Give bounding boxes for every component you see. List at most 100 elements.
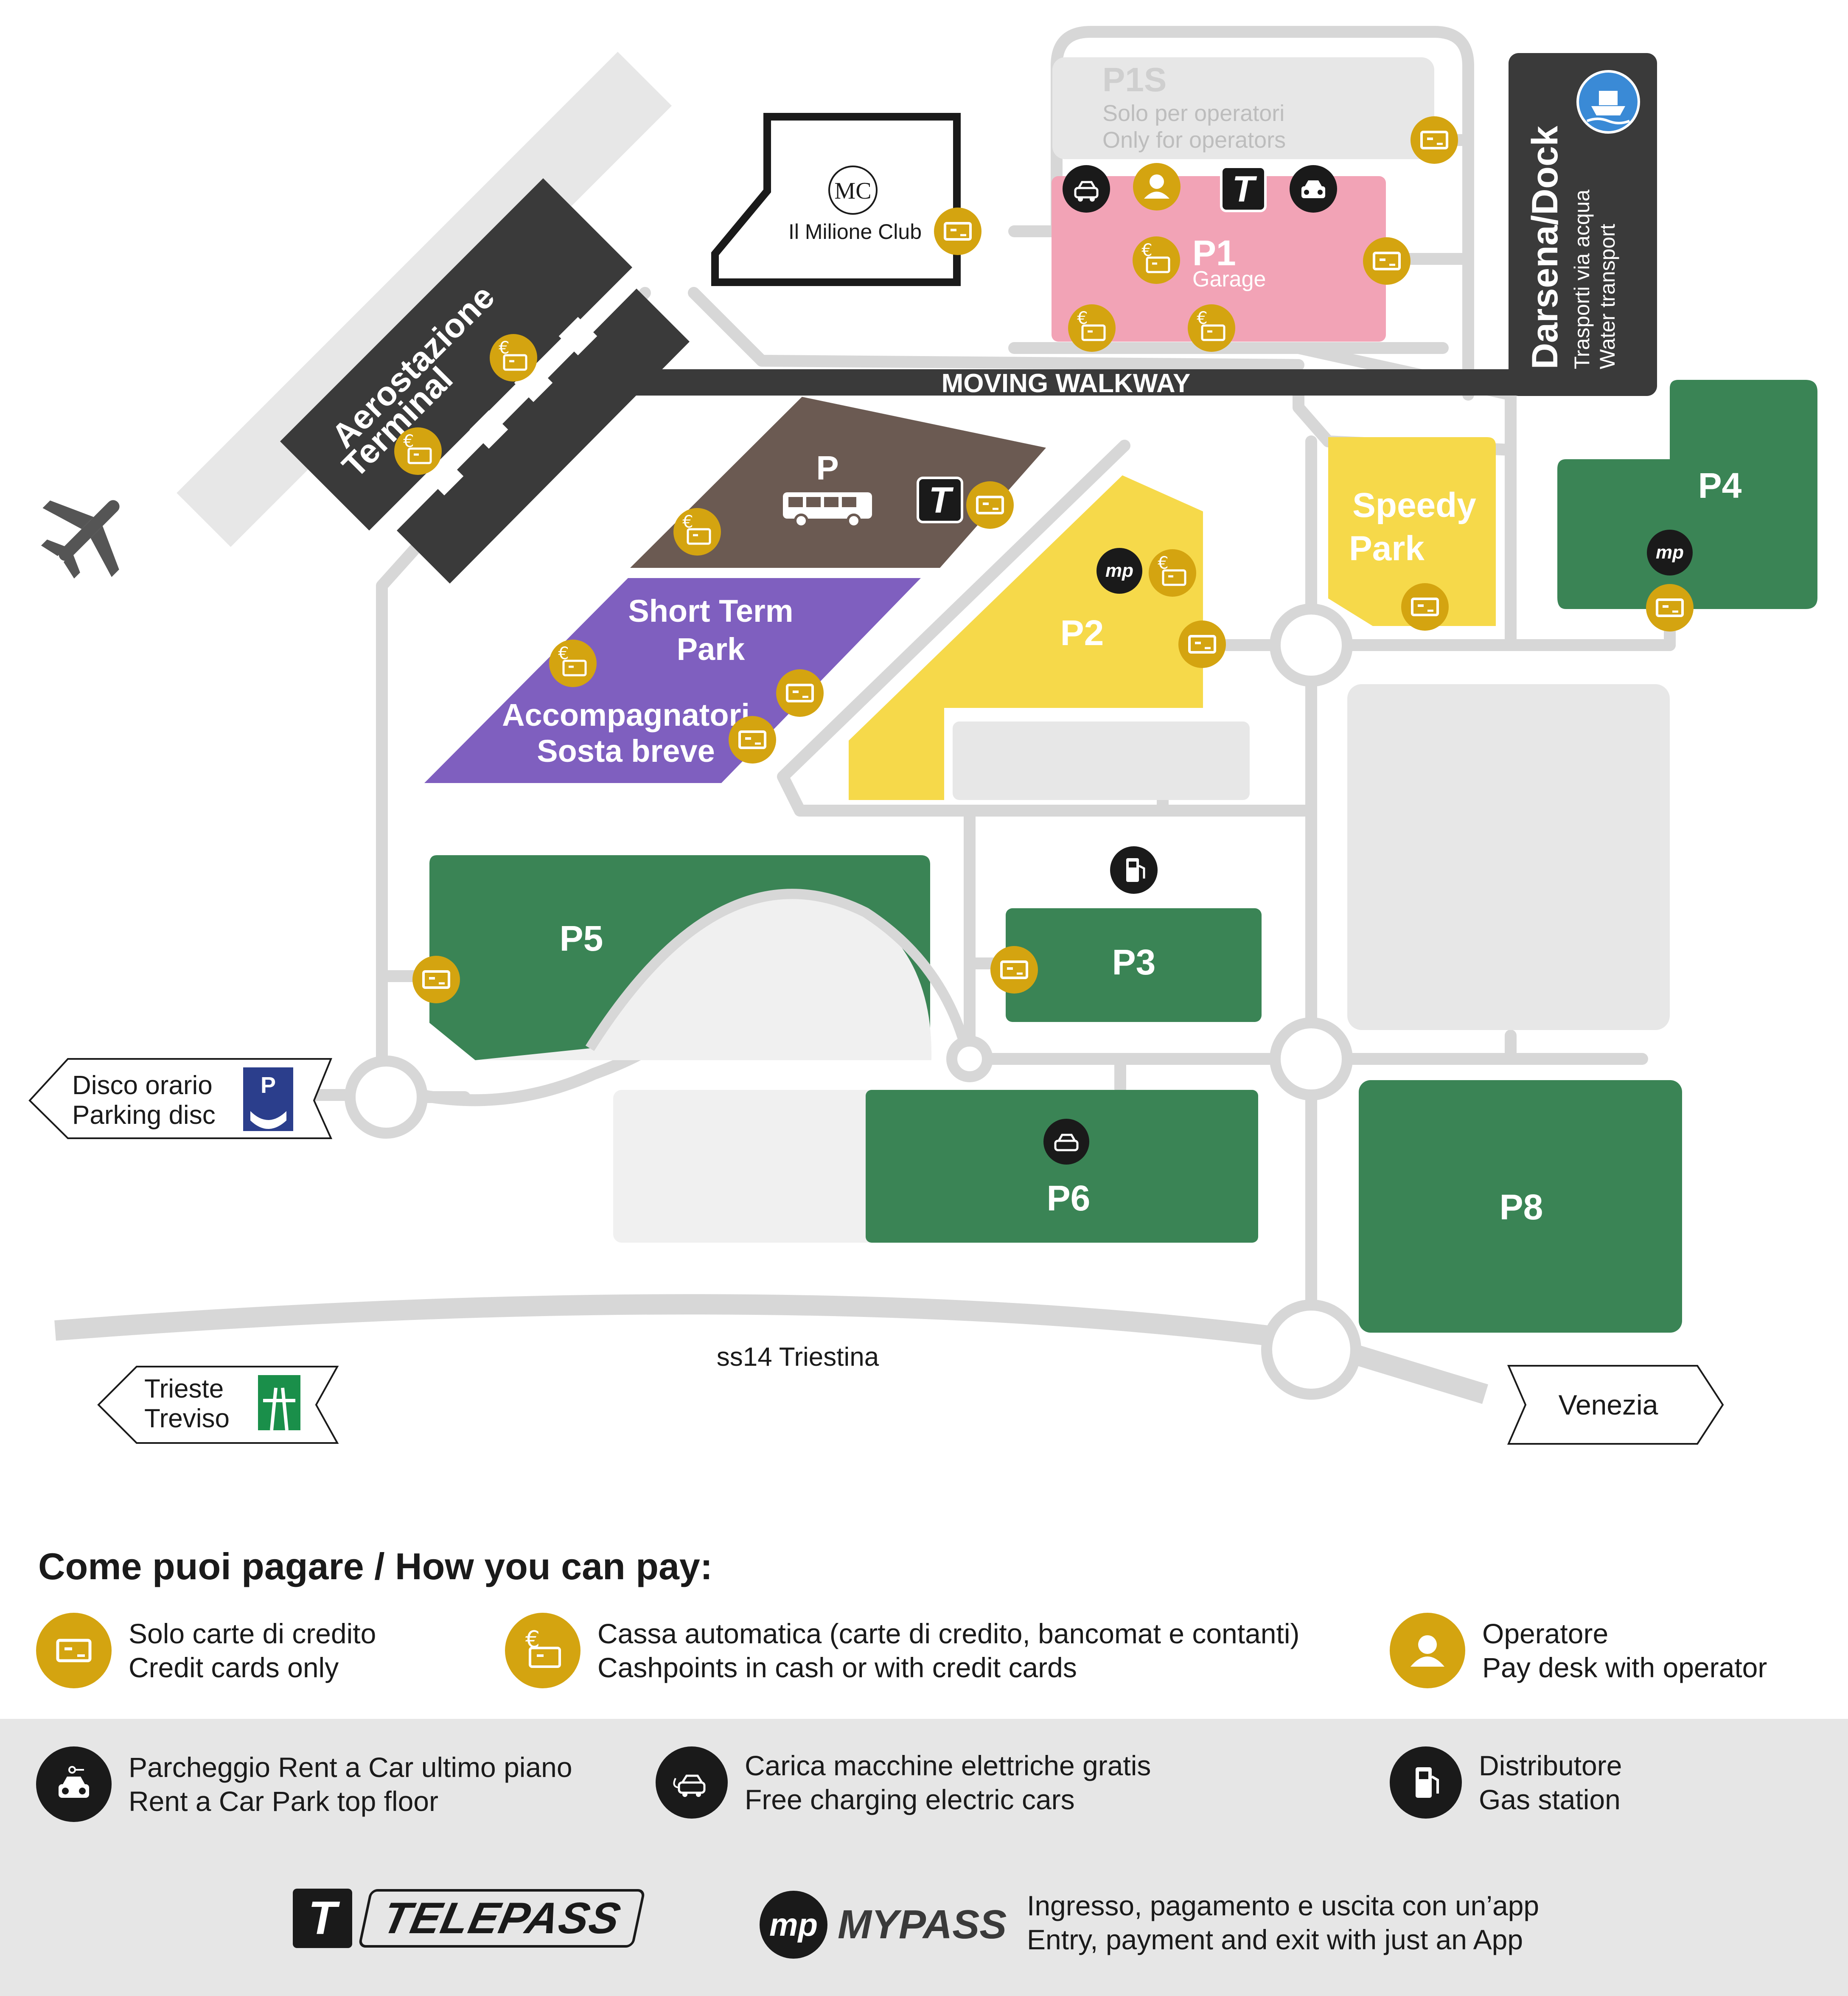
bus-p-label: P — [816, 449, 838, 487]
ev-charging-icon — [656, 1746, 728, 1819]
legend-ev-en: Free charging electric cars — [745, 1784, 1075, 1815]
dock-sub-it: Trasporti via acqua — [1570, 189, 1594, 369]
ev-charging-icon — [1063, 165, 1110, 213]
roundabouts — [345, 604, 1361, 1400]
legend-gas-it: Distributore — [1479, 1750, 1622, 1781]
gas-station-icon — [1390, 1746, 1462, 1819]
trieste-label: Trieste — [144, 1374, 224, 1404]
p6-label: P6 — [1047, 1178, 1091, 1218]
legend-cash-it: Cassa automatica (carte di credito, banc… — [597, 1618, 1300, 1649]
legend-mypass-en: Entry, payment and exit with just an App — [1027, 1924, 1523, 1955]
p3-parking — [1006, 908, 1262, 1022]
svg-text:€: € — [525, 1627, 540, 1653]
p1s-sub-en: Only for operators — [1102, 127, 1286, 153]
mypass-icon-p2: mp — [1096, 548, 1142, 594]
speedy-label-2: Park — [1349, 529, 1425, 568]
legend-cash: € Cassa automatica (carte di credito, ba… — [505, 1613, 1299, 1688]
operator-icon — [1390, 1613, 1465, 1688]
short-term-label-2: Park — [677, 632, 745, 667]
p8-label: P8 — [1500, 1187, 1543, 1227]
svg-text:T: T — [1232, 169, 1257, 210]
mypass-brand: mp MYPASS — [760, 1891, 1007, 1959]
telepass-icon-bus: T — [917, 477, 963, 523]
disco-p: P — [261, 1072, 276, 1098]
telepass-brand: T TELEPASS — [293, 1889, 646, 1948]
legend-title: Come puoi pagare / How you can pay: — [38, 1545, 713, 1587]
venezia-label: Venezia — [1559, 1389, 1658, 1421]
speedy-label: Speedy — [1352, 486, 1476, 525]
grey-lot — [1347, 684, 1670, 1030]
p5-annex — [475, 894, 932, 1060]
trieste-sign: Trieste Treviso — [97, 1366, 339, 1444]
p4-label: P4 — [1698, 466, 1742, 505]
legend-gas-en: Gas station — [1479, 1784, 1621, 1815]
p4-parking — [1557, 380, 1817, 609]
p5-label: P5 — [560, 918, 603, 958]
p1s-sub-it: Solo per operatori — [1102, 101, 1284, 126]
svg-text:mp: mp — [1656, 542, 1684, 563]
bus-icon — [783, 492, 872, 528]
accomp-label-2: Sosta breve — [537, 733, 715, 769]
legend-operator-it: Operatore — [1482, 1618, 1609, 1649]
dock-area — [1509, 53, 1657, 396]
p2-label: P2 — [1060, 613, 1104, 653]
short-term-label: Short Term — [628, 593, 793, 629]
telepass-icon: T — [1220, 166, 1267, 212]
legend-rent-it: Parcheggio Rent a Car ultimo piano — [129, 1752, 572, 1783]
club-label: Il Milione Club — [788, 220, 922, 244]
rent-a-car-icon — [1290, 165, 1337, 213]
milione-club — [711, 113, 961, 286]
p6-annex — [613, 1090, 876, 1243]
water-transport-icon — [1576, 70, 1640, 134]
gas-station-icon — [1110, 846, 1158, 894]
p6-parking — [866, 1090, 1258, 1243]
mypass-wordmark: MYPASS — [838, 1902, 1007, 1947]
terminal-building: Aerostazione Terminal — [280, 178, 690, 584]
rent-a-car-icon — [36, 1746, 112, 1822]
legend-mypass-it: Ingresso, pagamento e uscita con un’app — [1027, 1890, 1540, 1921]
legend-background — [0, 1719, 1848, 1996]
road-label: ss14 Triestina — [717, 1342, 879, 1372]
operator-icon — [1133, 163, 1181, 211]
legend-credit-it: Solo carte di credito — [129, 1618, 376, 1649]
svg-text:mp: mp — [1105, 560, 1133, 581]
moving-walkway — [624, 369, 1549, 396]
disco-label-en: Parking disc — [72, 1100, 216, 1130]
ev-charging-icon-p6 — [1043, 1119, 1089, 1165]
short-term-park — [424, 578, 921, 783]
p8-parking — [1359, 1080, 1682, 1333]
parking-disc-sign: Disco orario Parking disc P — [28, 1058, 333, 1139]
p3-label: P3 — [1112, 942, 1156, 982]
plane-icon — [41, 500, 120, 579]
legend-cash-en: Cashpoints in cash or with credit cards — [597, 1652, 1077, 1683]
svg-text:T: T — [929, 480, 954, 521]
credit-card-icon — [36, 1613, 112, 1688]
mypass-icon: mp — [760, 1891, 827, 1959]
telepass-icon: T — [293, 1889, 352, 1948]
disco-label: Disco orario — [72, 1071, 213, 1100]
p2-annex — [953, 721, 1250, 800]
moving-walkway-label: MOVING WALKWAY — [942, 369, 1191, 398]
treviso-label: Treviso — [144, 1404, 230, 1433]
legend-credit-en: Credit cards only — [129, 1652, 339, 1683]
legend-ev-it: Carica macchine elettriche gratis — [745, 1750, 1151, 1781]
accomp-label: Accompagnatori — [502, 697, 750, 733]
p1-label: P1 — [1192, 233, 1236, 273]
cashpoint-icon: € — [505, 1613, 580, 1688]
p1s-area — [1052, 57, 1434, 159]
telepass-wordmark: TELEPASS — [358, 1889, 646, 1948]
motorway-icon — [258, 1375, 300, 1431]
p1s-label: P1S — [1102, 61, 1167, 98]
p1-garage — [1052, 176, 1386, 342]
dock-label: Darsena/Dock — [1525, 126, 1565, 369]
venezia-sign: Venezia — [1507, 1365, 1724, 1445]
speedy-park — [1328, 437, 1496, 626]
mypass-icon-p4: mp — [1647, 530, 1693, 575]
